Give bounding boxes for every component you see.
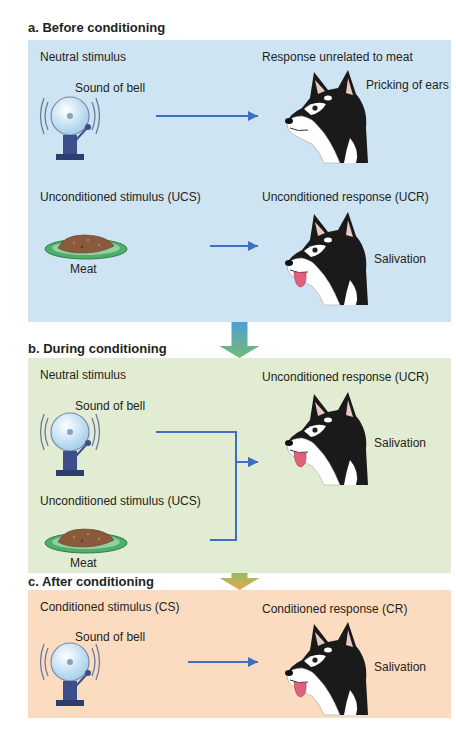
role-label: Neutral stimulus <box>40 368 126 382</box>
panel-heading: b. During conditioning <box>28 341 167 356</box>
role-label: Response unrelated to meat <box>262 50 413 64</box>
role-label: Unconditioned stimulus (UCS) <box>40 494 201 508</box>
stimulus-group: Unconditioned stimulus (UCS) Meat <box>38 186 210 278</box>
stimulus-group: Neutral stimulusSound of bell <box>38 48 156 172</box>
stage-panel: c. After conditioningConditioned stimulu… <box>28 590 451 718</box>
item-label: Pricking of ears <box>366 78 449 92</box>
stage-panel: b. During conditioningNeutral stimulusSo… <box>28 358 451 573</box>
role-label: Neutral stimulus <box>40 50 126 64</box>
stage-arrow <box>220 573 260 590</box>
item-label: Salivation <box>374 660 426 674</box>
item-label: Salivation <box>374 252 426 266</box>
item-label: Meat <box>70 262 97 276</box>
stimulus-group: Conditioned stimulus (CS) Sound of bell <box>38 598 188 714</box>
item-label: Sound of bell <box>75 81 145 95</box>
role-label: Unconditioned response (UCR) <box>262 370 429 384</box>
item-label: Salivation <box>374 436 426 450</box>
role-label: Unconditioned response (UCR) <box>262 190 429 204</box>
stimulus-group: Response unrelated to meatPricking of ea… <box>258 48 451 168</box>
stimulus-group: Neutral stimulusSound of bell <box>38 366 156 490</box>
item-label: Sound of bell <box>75 630 145 644</box>
role-label: Conditioned response (CR) <box>262 602 407 616</box>
item-label: Sound of bell <box>75 399 145 413</box>
stage-panel: a. Before conditioningNeutral stimulusSo… <box>28 40 451 322</box>
item-label: Meat <box>70 556 97 570</box>
stimulus-group: Conditioned response (CR) Salivation <box>258 598 451 716</box>
role-label: Conditioned stimulus (CS) <box>40 600 179 614</box>
panel-heading: a. Before conditioning <box>28 20 165 35</box>
stage-arrow <box>220 322 260 358</box>
panel-heading: c. After conditioning <box>28 574 154 589</box>
role-label: Unconditioned stimulus (UCS) <box>40 190 201 204</box>
stimulus-group: Unconditioned response (UCR) Salivation <box>258 366 451 492</box>
stimulus-group: Unconditioned response (UCR) Salivation <box>258 186 451 310</box>
stimulus-group: Unconditioned stimulus (UCS) Meat <box>38 490 210 570</box>
